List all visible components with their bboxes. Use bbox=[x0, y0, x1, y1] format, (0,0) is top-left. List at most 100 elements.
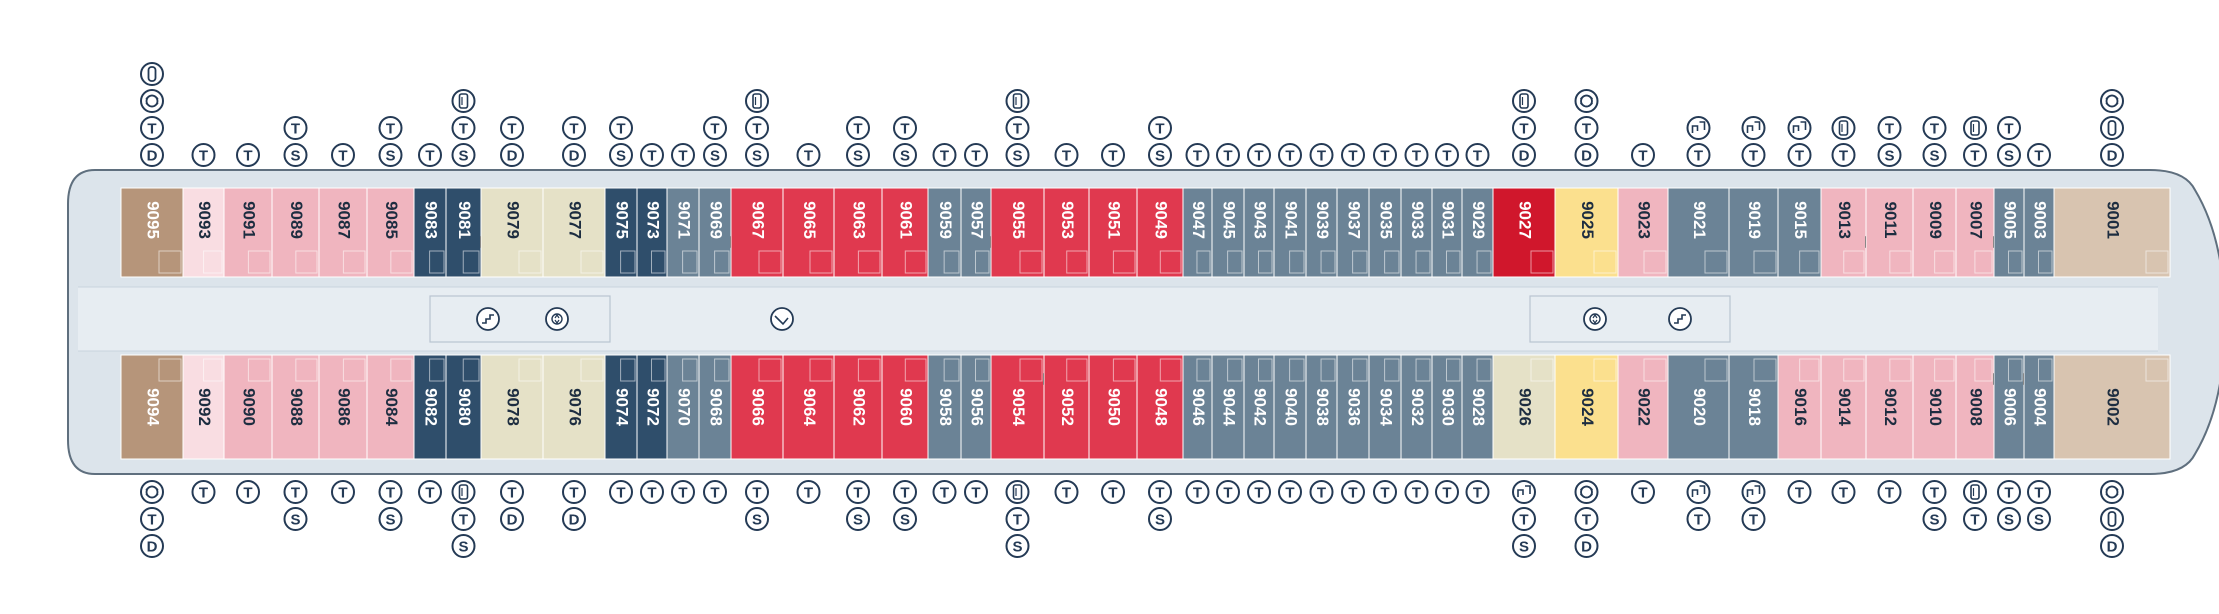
cabin-9040[interactable]: 9040 bbox=[1273, 354, 1307, 460]
cabin-9029[interactable]: 9029 bbox=[1461, 187, 1494, 278]
cabin-9051[interactable]: 9051 bbox=[1088, 187, 1138, 278]
cabin-9034[interactable]: 9034 bbox=[1368, 354, 1402, 460]
cabin-9049[interactable]: 9049 bbox=[1136, 187, 1184, 278]
double-bed-icon: D bbox=[1512, 143, 1536, 167]
cabin-9060[interactable]: 9060 bbox=[881, 354, 929, 460]
cabin-9089[interactable]: 9089 bbox=[271, 187, 320, 278]
cabin-9052[interactable]: 9052 bbox=[1043, 354, 1090, 460]
cabin-9023[interactable]: 9023 bbox=[1617, 187, 1669, 278]
cabin-9095[interactable]: 9095 bbox=[120, 187, 184, 278]
cabin-9042[interactable]: 9042 bbox=[1243, 354, 1275, 460]
cabin-9068[interactable]: 9068 bbox=[698, 354, 732, 460]
cabin-9053[interactable]: 9053 bbox=[1043, 187, 1090, 278]
cabin-9035[interactable]: 9035 bbox=[1368, 187, 1402, 278]
cabin-9056[interactable]: 9056 bbox=[960, 354, 992, 460]
cabin-9063[interactable]: 9063 bbox=[833, 187, 883, 278]
cabin-9088[interactable]: 9088 bbox=[271, 354, 320, 460]
cabin-9019[interactable]: 9019 bbox=[1728, 187, 1779, 278]
cabin-9006[interactable]: 9006 bbox=[1993, 354, 2030, 460]
cabin-9082[interactable]: 9082 bbox=[413, 354, 447, 460]
cabin-9020[interactable]: 9020 bbox=[1667, 354, 1730, 460]
cabin-9080[interactable]: 9080 bbox=[445, 354, 482, 460]
cabin-9046[interactable]: 9046 bbox=[1182, 354, 1213, 460]
cabin-9024[interactable]: 9024 bbox=[1554, 354, 1619, 460]
cabin-9011[interactable]: 9011 bbox=[1865, 187, 1914, 278]
cabin-9061[interactable]: 9061 bbox=[881, 187, 929, 278]
cabin-9050[interactable]: 9050 bbox=[1088, 354, 1138, 460]
cabin-9008[interactable]: 9008 bbox=[1955, 354, 2000, 460]
cabin-9015[interactable]: 9015 bbox=[1777, 187, 1822, 278]
cabin-9055[interactable]: 9055 bbox=[990, 187, 1045, 278]
cabin-9059[interactable]: 9059 bbox=[927, 187, 962, 278]
cabin-9070[interactable]: 9070 bbox=[666, 354, 700, 460]
cabin-9073[interactable]: 9073 bbox=[636, 187, 668, 278]
cabin-9081[interactable]: 9081 bbox=[445, 187, 487, 278]
cabin-9083[interactable]: 9083 bbox=[413, 187, 447, 278]
cabin-9086[interactable]: 9086 bbox=[318, 354, 368, 460]
cabin-9084[interactable]: 9084 bbox=[366, 354, 415, 460]
cabin-9013[interactable]: 9013 bbox=[1820, 187, 1872, 278]
cabin-9087[interactable]: 9087 bbox=[318, 187, 368, 278]
cabin-9044[interactable]: 9044 bbox=[1211, 354, 1245, 460]
cabin-9010[interactable]: 9010 bbox=[1912, 354, 1957, 460]
cabin-9079[interactable]: 9079 bbox=[480, 187, 544, 278]
svg-text:T: T bbox=[386, 121, 395, 138]
cabin-9031[interactable]: 9031 bbox=[1431, 187, 1463, 278]
cabin-9066[interactable]: 9066 bbox=[730, 354, 784, 460]
cabin-9043[interactable]: 9043 bbox=[1243, 187, 1275, 278]
cabin-9016[interactable]: 9016 bbox=[1777, 354, 1822, 460]
svg-text:T: T bbox=[2034, 485, 2043, 502]
cabin-9067[interactable]: 9067 bbox=[730, 187, 784, 278]
cabin-9014[interactable]: 9014 bbox=[1820, 354, 1867, 460]
cabin-9032[interactable]: 9032 bbox=[1400, 354, 1433, 460]
cabin-9069[interactable]: 9069 bbox=[698, 187, 737, 278]
lobby-outline bbox=[429, 295, 611, 343]
cabin-9018[interactable]: 9018 bbox=[1728, 354, 1779, 460]
cabin-9085[interactable]: 9085 bbox=[366, 187, 415, 278]
cabin-9009[interactable]: 9009 bbox=[1912, 187, 1957, 278]
cabin-9090[interactable]: 9090 bbox=[223, 354, 273, 460]
cabin-9054[interactable]: 9054 bbox=[990, 354, 1050, 460]
cabin-9007[interactable]: 9007 bbox=[1955, 187, 2000, 278]
cabin-9078[interactable]: 9078 bbox=[480, 354, 544, 460]
cabin-9071[interactable]: 9071 bbox=[666, 187, 700, 278]
cabin-9039[interactable]: 9039 bbox=[1305, 187, 1338, 278]
cabin-9047[interactable]: 9047 bbox=[1182, 187, 1213, 278]
cabin-9093[interactable]: 9093 bbox=[182, 187, 225, 278]
cabin-9030[interactable]: 9030 bbox=[1431, 354, 1463, 460]
cabin-9094[interactable]: 9094 bbox=[120, 354, 184, 460]
cabin-9025[interactable]: 9025 bbox=[1554, 187, 1619, 278]
cabin-9027[interactable]: 9027 bbox=[1492, 187, 1556, 278]
cabin-9077[interactable]: 9077 bbox=[542, 187, 606, 278]
cabin-9002[interactable]: 9002 bbox=[2053, 354, 2171, 460]
cabin-9045[interactable]: 9045 bbox=[1211, 187, 1245, 278]
cabin-9028[interactable]: 9028 bbox=[1461, 354, 1494, 460]
cabin-9001[interactable]: 9001 bbox=[2053, 187, 2171, 278]
cabin-9041[interactable]: 9041 bbox=[1273, 187, 1307, 278]
cabin-9091[interactable]: 9091 bbox=[223, 187, 273, 278]
cabin-9065[interactable]: 9065 bbox=[782, 187, 835, 278]
cabin-9038[interactable]: 9038 bbox=[1305, 354, 1338, 460]
cabin-9026[interactable]: 9026 bbox=[1492, 354, 1556, 460]
cabin-9048[interactable]: 9048 bbox=[1136, 354, 1184, 460]
cabin-9076[interactable]: 9076 bbox=[542, 354, 606, 460]
cabin-9022[interactable]: 9022 bbox=[1617, 354, 1669, 460]
cabin-9058[interactable]: 9058 bbox=[927, 354, 962, 460]
cabin-9033[interactable]: 9033 bbox=[1400, 187, 1433, 278]
cabin-9012[interactable]: 9012 bbox=[1865, 354, 1914, 460]
cabin-9004[interactable]: 9004 bbox=[2023, 354, 2055, 460]
cabin-9005[interactable]: 9005 bbox=[1993, 187, 2025, 278]
cabin-9072[interactable]: 9072 bbox=[636, 354, 668, 460]
cabin-number: 9038 bbox=[1313, 388, 1332, 426]
cabin-9075[interactable]: 9075 bbox=[604, 187, 638, 278]
cabin-9021[interactable]: 9021 bbox=[1667, 187, 1730, 278]
cabin-9074[interactable]: 9074 bbox=[604, 354, 638, 460]
bathroom-outline bbox=[1415, 250, 1431, 274]
cabin-9003[interactable]: 9003 bbox=[2023, 187, 2055, 278]
cabin-9037[interactable]: 9037 bbox=[1336, 187, 1370, 278]
cabin-9092[interactable]: 9092 bbox=[182, 354, 225, 460]
cabin-9036[interactable]: 9036 bbox=[1336, 354, 1370, 460]
bathroom-outline bbox=[462, 358, 480, 382]
cabin-9064[interactable]: 9064 bbox=[782, 354, 835, 460]
cabin-9062[interactable]: 9062 bbox=[833, 354, 883, 460]
